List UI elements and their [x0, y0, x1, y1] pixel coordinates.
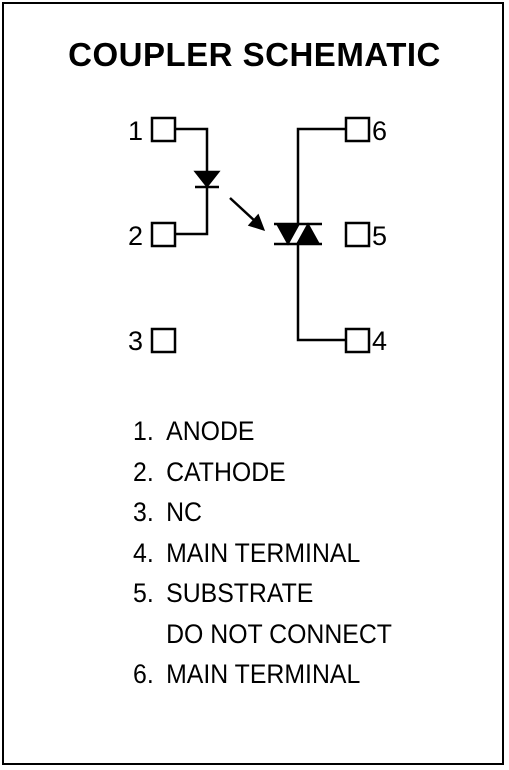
pin-5-label: 5: [372, 221, 387, 251]
pin-3-pad: [150, 327, 177, 354]
legend-item: 6. MAIN TERMINAL: [133, 654, 392, 695]
legend-item-continuation: DO NOT CONNECT: [133, 614, 392, 655]
legend-text: DO NOT CONNECT: [166, 618, 392, 649]
legend-number: 4.: [133, 537, 154, 568]
pin-1-label: 1: [128, 116, 143, 146]
optical-coupling-arrow: [229, 197, 266, 231]
diagram-title: COUPLER SCHEMATIC: [68, 36, 441, 73]
pin-legend: 1. ANODE 2. CATHODE 3. NC 4. MAIN TERMIN…: [133, 411, 392, 695]
pin-3-label: 3: [128, 326, 143, 356]
legend-item: 5. SUBSTRATE: [133, 573, 392, 614]
wire-triac-pin4: [296, 244, 346, 342]
legend-text: CATHODE: [166, 456, 286, 487]
wire-led-pin2: [175, 186, 209, 236]
pin-6-label: 6: [372, 116, 387, 146]
pin-6-pad: [344, 116, 371, 143]
pin-4-pad: [344, 327, 371, 354]
legend-item: 4. MAIN TERMINAL: [133, 533, 392, 574]
pin-2-label: 2: [128, 221, 143, 251]
pin-5-pad: [344, 221, 371, 248]
diagram-frame: [2, 2, 504, 765]
legend-item: 2. CATHODE: [133, 452, 392, 493]
led-diode-symbol: [193, 170, 221, 189]
wire-pin1-led: [175, 127, 209, 172]
legend-text: MAIN TERMINAL: [166, 659, 361, 689]
legend-item: 3. NC: [133, 492, 392, 533]
legend-text: NC: [166, 497, 202, 527]
triac-symbol: [274, 222, 322, 246]
legend-item: 1. ANODE: [133, 411, 392, 452]
pin-2-pad: [150, 221, 177, 248]
wire-pin6-triac: [296, 127, 346, 224]
legend-number: 5.: [133, 578, 154, 608]
legend-number: 3.: [133, 497, 154, 527]
pin-1-pad: [150, 116, 177, 143]
legend-number: 6.: [133, 659, 154, 689]
legend-number: 2.: [133, 456, 154, 487]
pin-4-label: 4: [372, 326, 387, 356]
legend-number: 1.: [133, 416, 154, 446]
legend-text: ANODE: [166, 416, 255, 446]
legend-text: SUBSTRATE: [166, 578, 314, 608]
legend-text: MAIN TERMINAL: [166, 537, 361, 568]
